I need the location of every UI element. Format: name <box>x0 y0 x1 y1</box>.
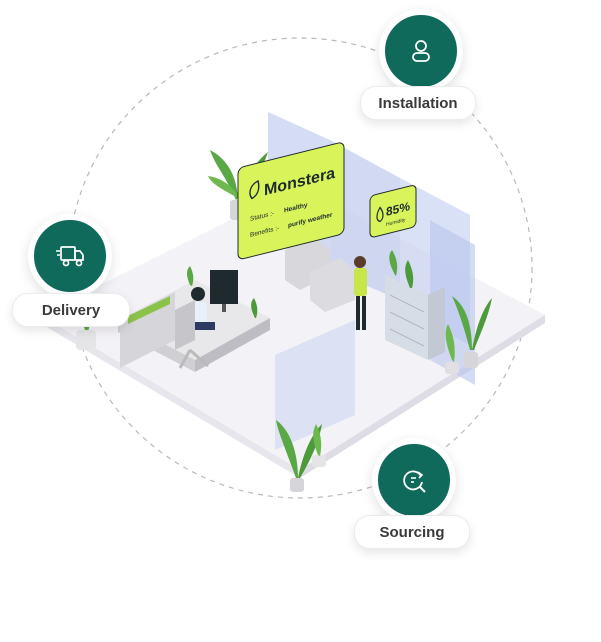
humidity-label: Humidity <box>386 217 406 228</box>
user-icon <box>412 40 430 62</box>
plant-right <box>445 296 492 374</box>
sourcing-label[interactable]: Sourcing <box>354 515 470 549</box>
plant-info-card: Monstera Status :- Healthy Benefits :- p… <box>237 142 345 260</box>
humidity-value: 85% <box>386 199 410 219</box>
water-drop-icon <box>376 206 384 223</box>
search-refresh-icon <box>403 470 426 493</box>
delivery-icon-button[interactable] <box>28 214 112 298</box>
orbit-ring <box>67 37 533 499</box>
sourcing-icon-button[interactable] <box>372 438 456 522</box>
installation-label[interactable]: Installation <box>360 86 476 120</box>
humidity-card: 85% Humidity <box>369 185 417 238</box>
delivery-truck-icon <box>56 246 84 267</box>
delivery-label[interactable]: Delivery <box>12 293 130 327</box>
installation-icon-button[interactable] <box>379 9 463 93</box>
leaf-icon <box>249 180 260 200</box>
plant-small-shelf <box>187 250 414 318</box>
plant-bottom <box>276 420 326 492</box>
